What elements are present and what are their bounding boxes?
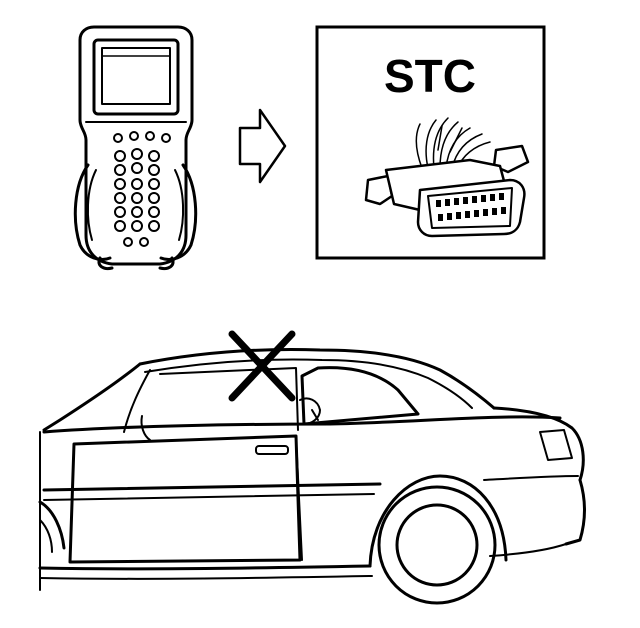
car-windshield bbox=[42, 362, 142, 432]
scan-tool-icon bbox=[73, 25, 198, 270]
car-door-handle bbox=[255, 445, 289, 455]
car-door bbox=[68, 434, 302, 564]
car-rear-window bbox=[300, 366, 420, 426]
car-rear-bumper bbox=[564, 478, 586, 546]
car-front-window bbox=[159, 367, 299, 431]
scan-tool-keypad bbox=[114, 148, 160, 247]
car-roof bbox=[138, 348, 496, 410]
car-tail-light bbox=[539, 429, 573, 461]
car-side-moulding bbox=[42, 482, 382, 492]
car-rocker bbox=[38, 564, 372, 571]
scan-tool-screen bbox=[101, 47, 171, 105]
car-rear-tire bbox=[377, 485, 497, 605]
scan-tool-bezel bbox=[92, 38, 180, 116]
connector-pins bbox=[436, 193, 506, 221]
connector-panel-label: STC bbox=[384, 50, 476, 102]
car-rear-wheel-arch bbox=[368, 474, 508, 568]
connector-panel: STC bbox=[315, 25, 546, 260]
dlc-connector-icon bbox=[364, 117, 530, 238]
x-mark-icon bbox=[228, 330, 296, 402]
connector-panel-frame bbox=[315, 25, 546, 260]
connector-right-clip bbox=[492, 144, 530, 174]
car-beltline bbox=[42, 415, 562, 434]
connector-left-clip bbox=[364, 174, 394, 206]
connector-wires bbox=[415, 117, 491, 169]
convertible-car-icon bbox=[38, 348, 586, 605]
arrow-right-icon bbox=[238, 108, 287, 184]
scan-tool-body bbox=[78, 25, 194, 266]
car-rear-rim bbox=[395, 503, 479, 587]
car-front-wheel-arch bbox=[38, 500, 66, 550]
car-rear-deck bbox=[492, 406, 585, 482]
